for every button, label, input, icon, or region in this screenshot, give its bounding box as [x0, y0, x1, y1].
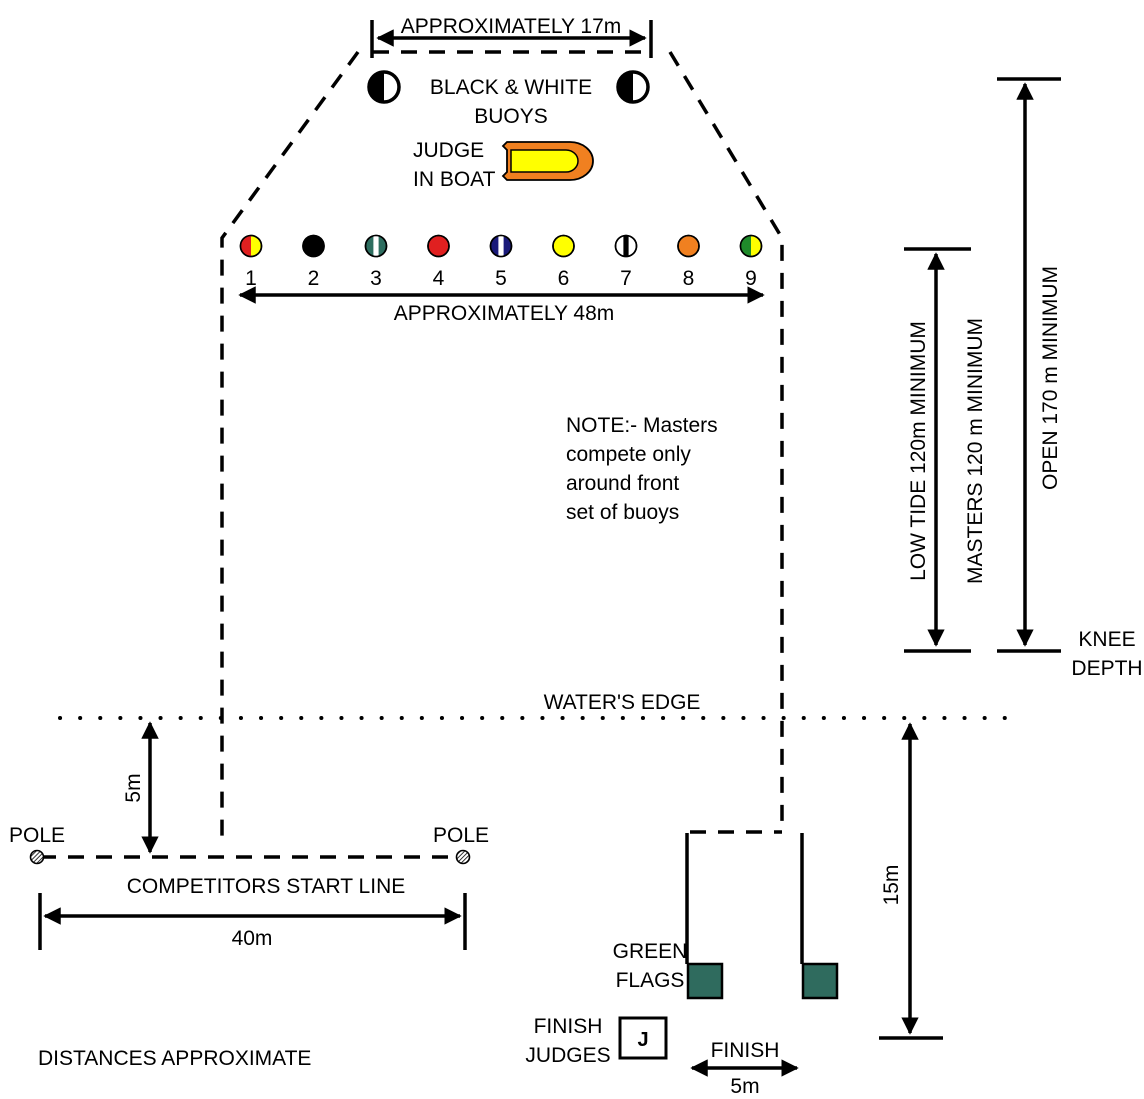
start-offset-dimension: 5m: [122, 721, 159, 854]
buoy-number-6: 6: [558, 267, 570, 290]
pole-right-marker: [455, 849, 471, 865]
buoy-row-width-label: APPROXIMATELY 48m: [394, 302, 615, 325]
finish-judges-label-2: JUDGES: [525, 1044, 610, 1067]
judge-boat-label-1: JUDGE: [413, 139, 484, 162]
finish-distance-dimension: 15m: [879, 722, 943, 1040]
turn-buoys-label-2: BUOYS: [474, 105, 548, 128]
buoy-number-8: 8: [683, 267, 695, 290]
start-offset-label: 5m: [122, 773, 145, 802]
start-width-dimension: 40m: [38, 893, 467, 950]
green-flag-right: [800, 833, 839, 1000]
buoy-number-5: 5: [495, 267, 507, 290]
finish-label: FINISH: [711, 1039, 780, 1062]
finish-judges-label-1: FINISH: [534, 1015, 603, 1038]
buoy-9: 9: [739, 234, 763, 290]
turn-buoy-right: [616, 70, 650, 104]
masters-label: MASTERS 120 m MINIMUM: [964, 318, 987, 584]
finish-width-label: 5m: [730, 1075, 759, 1098]
buoy-2: 2: [302, 234, 325, 290]
note-line-2: compete only: [566, 443, 691, 466]
buoy-row-width-dimension: APPROXIMATELY 48m: [238, 286, 765, 325]
buoy-number-3: 3: [370, 267, 382, 290]
buoy-number-1: 1: [245, 267, 257, 290]
buoy-row: 1 2 3 4 5 6 7 8 9: [239, 234, 763, 290]
top-width-dimension: APPROXIMATELY 17m: [370, 15, 653, 58]
buoy-3: 3: [364, 234, 388, 290]
low-tide-dimension: LOW TIDE 120m MINIMUM MASTERS 120 m MINI…: [904, 247, 987, 653]
buoy-8: 8: [677, 234, 700, 290]
turn-buoys-label-1: BLACK & WHITE: [430, 76, 592, 99]
open-dimension: OPEN 170 m MINIMUM: [997, 77, 1062, 653]
buoy-number-7: 7: [620, 267, 632, 290]
pole-left-label: POLE: [9, 824, 65, 847]
knee-depth-label-2: DEPTH: [1071, 657, 1142, 680]
buoy-1: 1: [239, 234, 263, 290]
turn-buoy-left: [367, 70, 401, 104]
green-flags-label-1: GREEN: [613, 940, 688, 963]
finish-judges-badge: J: [637, 1029, 648, 1051]
course-outline: [40, 50, 784, 859]
buoy-5: 5: [489, 234, 513, 290]
pole-left-marker: [29, 849, 45, 865]
buoy-6: 6: [552, 234, 575, 290]
judge-boat-icon: [501, 141, 594, 181]
finish-judges-icon: J: [618, 1016, 668, 1060]
low-tide-label: LOW TIDE 120m MINIMUM: [907, 321, 930, 581]
buoy-number-9: 9: [745, 267, 757, 290]
knee-depth-label-1: KNEE: [1078, 628, 1135, 651]
masters-note: NOTE:- Masters compete only around front…: [566, 414, 718, 524]
note-line-4: set of buoys: [566, 501, 679, 524]
pole-right-label: POLE: [433, 824, 489, 847]
note-line-1: NOTE:- Masters: [566, 414, 718, 437]
start-width-label: 40m: [232, 927, 273, 950]
judge-boat-label-2: IN BOAT: [413, 168, 496, 191]
open-label: OPEN 170 m MINIMUM: [1039, 266, 1062, 490]
top-width-label: APPROXIMATELY 17m: [401, 15, 622, 38]
buoy-4: 4: [427, 234, 450, 290]
buoy-7: 7: [614, 234, 638, 290]
start-line-label: COMPETITORS START LINE: [127, 875, 406, 898]
note-line-3: around front: [566, 472, 679, 495]
finish-distance-label: 15m: [880, 865, 903, 906]
green-flags-label-2: FLAGS: [616, 969, 685, 992]
distances-approximate-note: DISTANCES APPROXIMATE: [38, 1047, 311, 1070]
buoy-number-4: 4: [433, 267, 445, 290]
green-flag-left: [685, 833, 724, 1000]
buoy-number-2: 2: [308, 267, 320, 290]
waters-edge-label: WATER'S EDGE: [544, 691, 701, 714]
